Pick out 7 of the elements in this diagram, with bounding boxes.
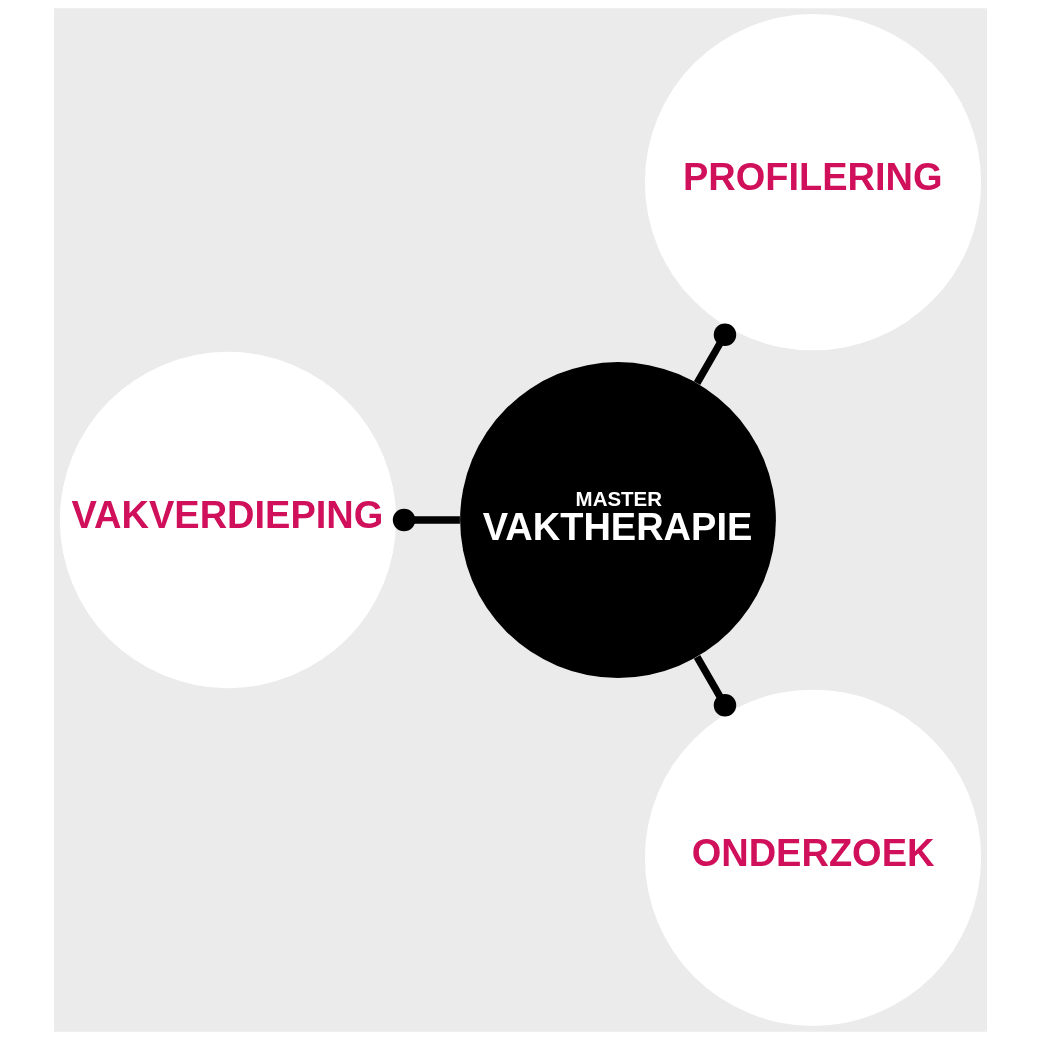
- node-circle: ONDERZOEK: [644, 689, 981, 1026]
- connector: [693, 655, 736, 717]
- connector: [693, 323, 736, 385]
- node-circle: VAKVERDIEPING: [59, 351, 396, 689]
- node-circle: MASTER VAKTHERAPIE: [459, 362, 776, 678]
- node-circle: PROFILERING: [644, 14, 981, 351]
- connector: [392, 508, 460, 532]
